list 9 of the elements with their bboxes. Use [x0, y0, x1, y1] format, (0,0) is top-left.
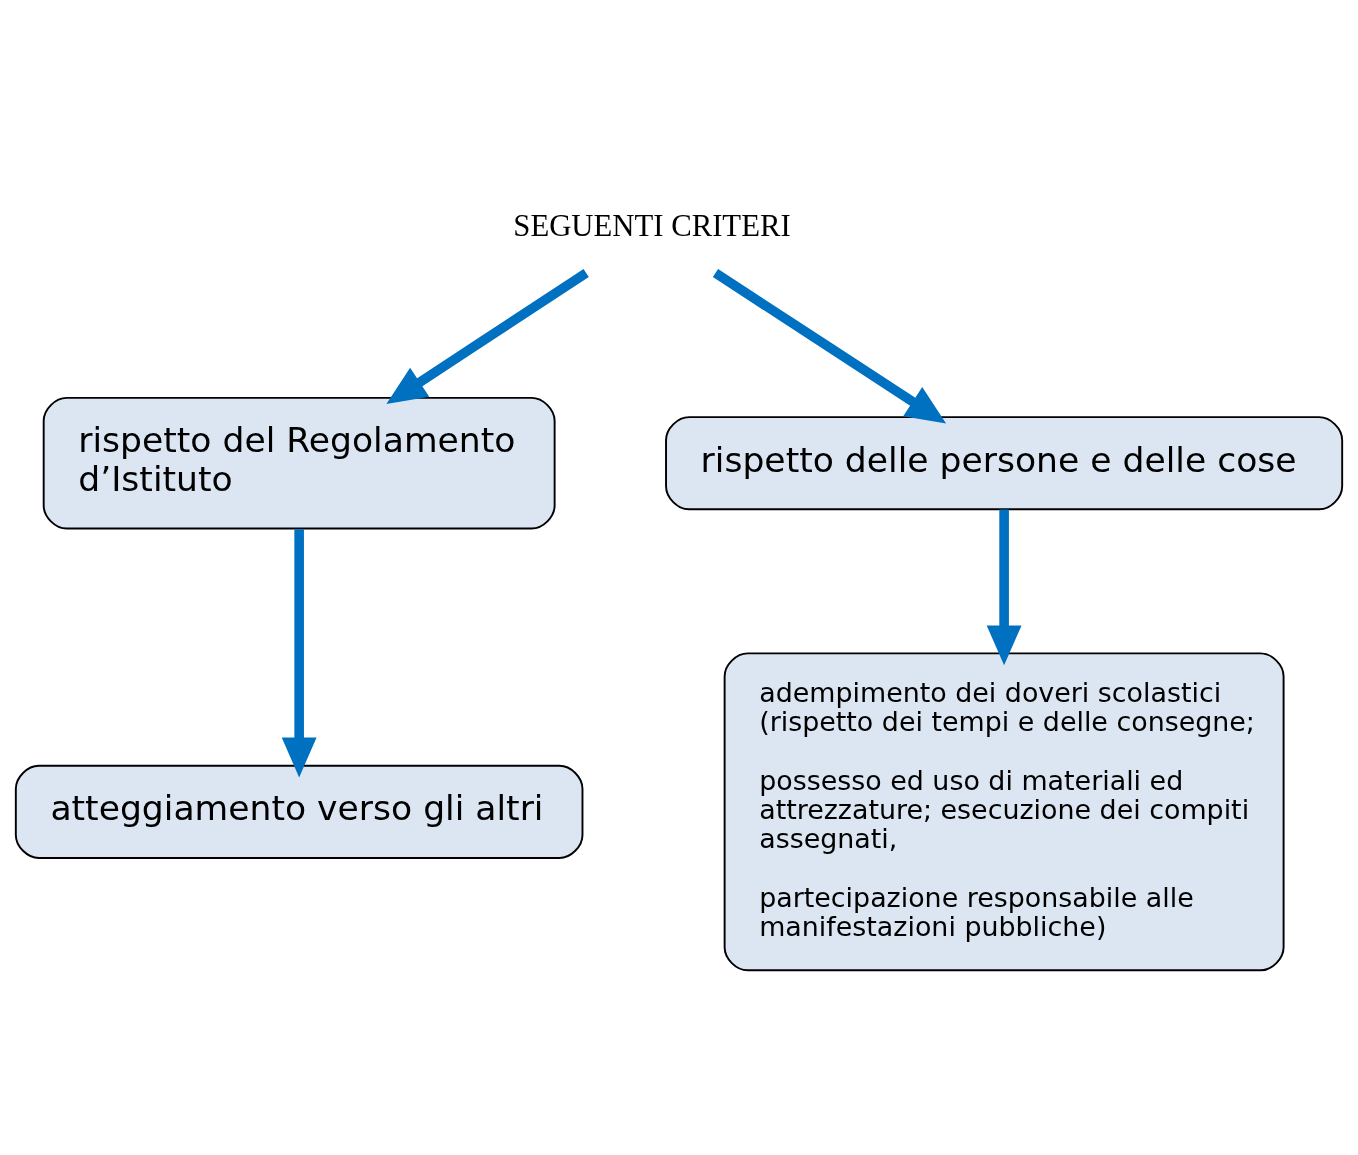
- node-box: rispetto delle persone e delle cose: [665, 416, 1344, 511]
- arrow: [986, 509, 1022, 666]
- node-box: atteggiamento verso gli altri: [14, 764, 584, 859]
- arrow: [281, 529, 317, 778]
- node-box: rispetto del Regolamento d’Istituto: [42, 396, 556, 530]
- node-text: SEGUENTI CRITERI: [513, 209, 791, 244]
- node-box: adempimento dei doveri scolastici (rispetto dei tempi e delle consegne; possesso ed uso di materiali ed attrezzature; esecuzione dei compiti assegnati, partecipazione responsabile alle manifestazioni pubbliche): [723, 652, 1285, 972]
- arrow: [712, 269, 947, 424]
- arrow: [386, 269, 589, 405]
